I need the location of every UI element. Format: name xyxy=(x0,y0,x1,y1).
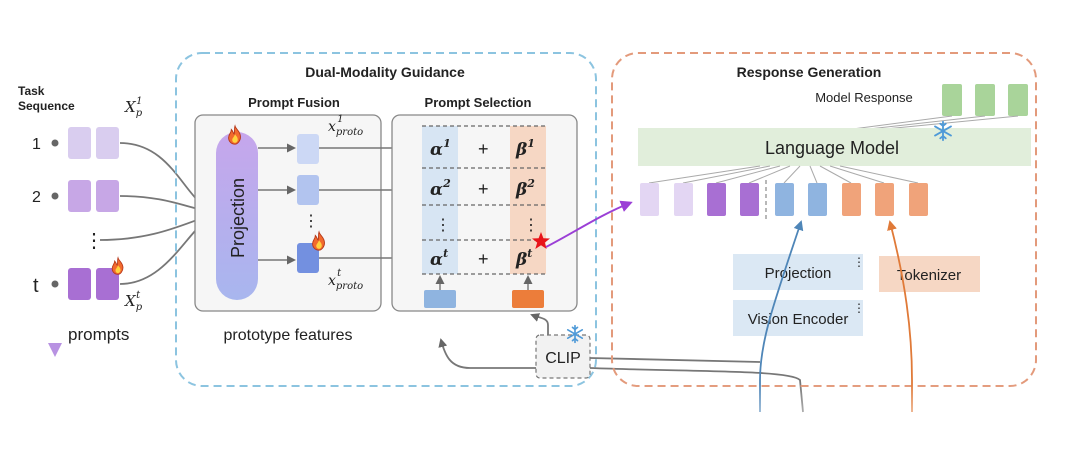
beta-column xyxy=(510,126,546,274)
input-token-3 xyxy=(707,183,726,216)
prompt-token-tb xyxy=(96,268,119,300)
projection-label: Projection xyxy=(228,178,248,258)
star-icon xyxy=(532,232,550,249)
selection-row-2: α2 + β2 xyxy=(430,177,535,200)
input-token-9 xyxy=(909,183,928,216)
response-token-1 xyxy=(942,84,962,116)
prompt-token-ta xyxy=(68,268,91,300)
projection-to-proto-arrows xyxy=(258,143,296,265)
text-feature-box xyxy=(512,290,544,308)
step-vdots: ⋮ xyxy=(84,230,104,252)
dual-modality-guidance: Dual-Modality Guidance Prompt Fusion Pro… xyxy=(175,52,804,413)
vision-encoder-box xyxy=(733,300,863,336)
response-fan-lines xyxy=(844,115,1019,131)
step-label-t: t xyxy=(33,275,39,297)
model-response-label: Model Response xyxy=(815,90,913,105)
step-dot-t xyxy=(51,280,59,288)
text-input-arrow xyxy=(887,220,913,412)
selection-row-1: α1 + β1 xyxy=(430,137,535,160)
task-sequence-title-1: Task xyxy=(18,84,45,98)
response-generation: Response Generation Model Response Langu… xyxy=(611,52,1037,412)
prompt-token-1a xyxy=(68,127,91,159)
vision-encoder-dots: ⋮ xyxy=(853,301,865,315)
clip-label: CLIP xyxy=(545,350,581,367)
selection-row-t: αt + βt xyxy=(430,247,532,270)
alpha-2: α2 xyxy=(430,177,451,200)
projection-box-label: Projection xyxy=(765,265,832,282)
xp-first-label: Xp1 xyxy=(124,96,143,119)
response-generation-frame xyxy=(611,52,1037,387)
alpha-t: αt xyxy=(430,247,448,270)
prompt-fusion-title: Prompt Fusion xyxy=(248,95,340,110)
task-axis-arrowhead xyxy=(48,343,62,357)
projection-pill xyxy=(216,132,258,300)
proto-vdots: ⋮ xyxy=(303,213,319,230)
selection-to-input-arrow xyxy=(545,200,633,248)
step-label-1: 1 xyxy=(32,136,41,153)
prototype-features-caption: prototype features xyxy=(224,327,353,344)
language-model-bar xyxy=(638,128,1031,166)
task-sequence-title-2: Sequence xyxy=(18,99,75,113)
beta-1: β1 xyxy=(515,137,535,160)
alpha-column xyxy=(422,126,458,274)
image-feature-box xyxy=(424,290,456,308)
prompt-token-1b xyxy=(96,127,119,159)
beta-t: βt xyxy=(515,247,532,270)
vision-input-arrow xyxy=(759,220,804,412)
input-token-6 xyxy=(808,183,827,216)
bottom-fade xyxy=(600,384,1080,454)
input-token-7 xyxy=(842,183,861,216)
prompts-label: prompts xyxy=(68,325,129,344)
clip-connectors xyxy=(438,313,804,413)
plus-t: + xyxy=(478,249,489,269)
input-token-5 xyxy=(775,183,794,216)
selection-row-dots: ⋮ ⋮ xyxy=(435,217,539,234)
input-fan-lines xyxy=(648,165,919,184)
step-label-2: 2 xyxy=(32,189,41,206)
dual-modality-title: Dual-Modality Guidance xyxy=(305,64,465,80)
fire-icon xyxy=(111,257,124,275)
plus-2: + xyxy=(478,179,489,199)
prompt-token-2b xyxy=(96,180,119,212)
beta-2: β2 xyxy=(515,177,535,200)
xp-last-label: Xpt xyxy=(124,290,143,313)
step-dot-2 xyxy=(51,192,59,200)
proto-last-label: xprotot xyxy=(328,268,363,292)
input-token-1 xyxy=(640,183,659,216)
proto-feature-2 xyxy=(297,175,319,205)
projection-box-dots: ⋮ xyxy=(853,255,865,269)
response-token-2 xyxy=(975,84,995,116)
task-sequence: Task Sequence 1 2 ⋮ t prompts Xp1 Xpt xyxy=(18,84,217,357)
step-dot-1 xyxy=(51,139,59,147)
tokenizer-label: Tokenizer xyxy=(897,267,961,284)
prompt-token-2a xyxy=(68,180,91,212)
response-generation-title: Response Generation xyxy=(737,64,882,80)
input-token-2 xyxy=(674,183,693,216)
clip-box xyxy=(535,334,591,379)
proto-feature-t xyxy=(297,243,319,273)
beta-vdots: ⋮ xyxy=(523,217,539,234)
vision-encoder-label: Vision Encoder xyxy=(748,311,849,328)
plus-1: + xyxy=(478,139,489,159)
language-model-label: Language Model xyxy=(765,138,899,158)
input-token-4 xyxy=(740,183,759,216)
prompt-selection-title: Prompt Selection xyxy=(425,95,532,110)
alpha-1: α1 xyxy=(430,137,451,160)
response-token-3 xyxy=(1008,84,1028,116)
input-token-8 xyxy=(875,183,894,216)
tokenizer-box xyxy=(879,256,980,292)
proto-first-label: xproto1 xyxy=(328,114,363,138)
proto-feature-1 xyxy=(297,134,319,164)
alpha-vdots: ⋮ xyxy=(435,217,451,234)
projection-box xyxy=(733,254,863,290)
